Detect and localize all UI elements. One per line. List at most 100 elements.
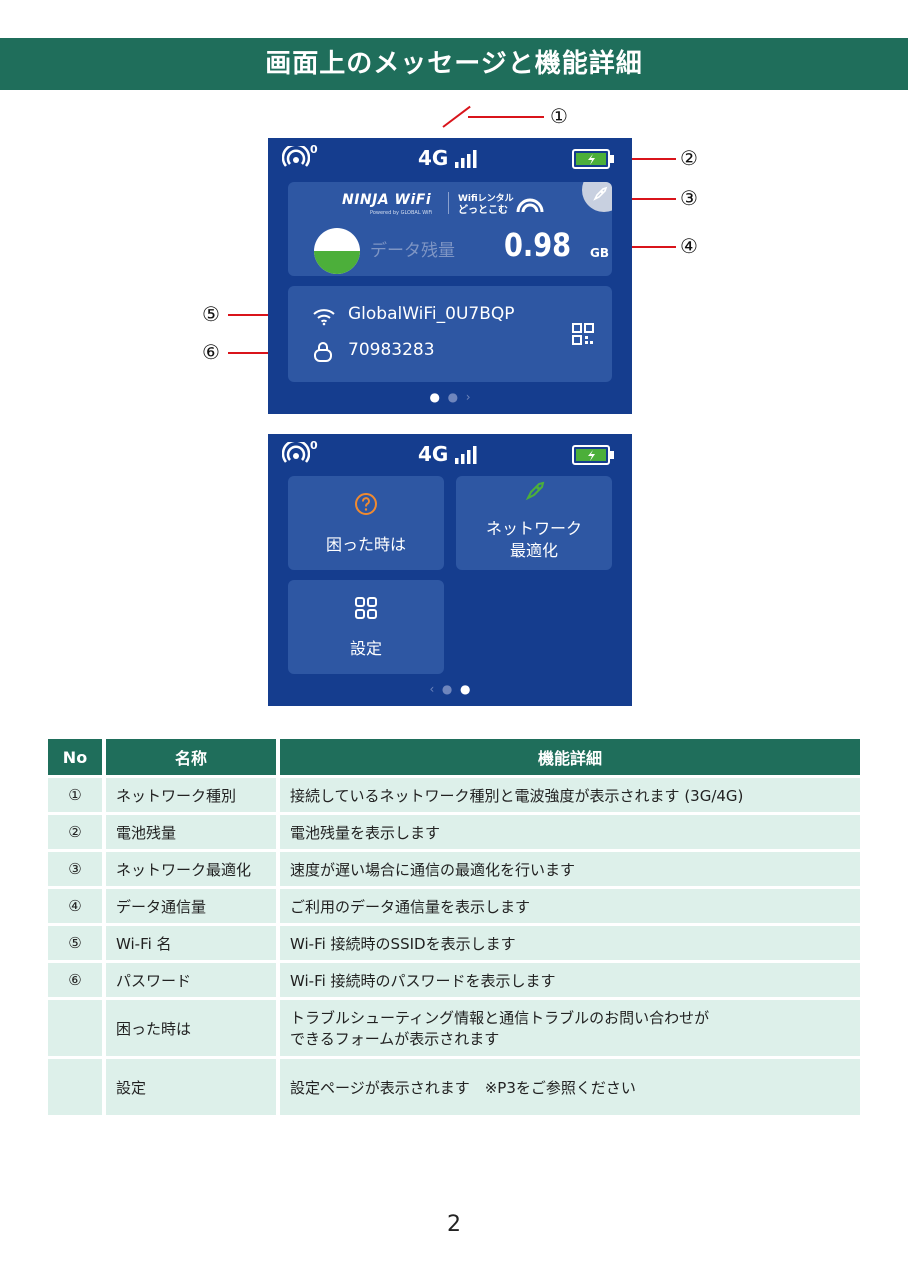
data-remaining-label: データ残量 xyxy=(370,241,455,261)
device-menu-screen: 0 4G 困った時は ネットワーク 最適化 設定 ‹ ● ● xyxy=(268,434,632,706)
logo-divider xyxy=(448,192,449,214)
callout-line-6 xyxy=(228,352,302,354)
row-detail-line: トラブルシューティング情報と通信トラブルのお問い合わせが xyxy=(290,1009,710,1027)
settings-tile[interactable]: 設定 xyxy=(288,580,444,674)
row-detail-line: できるフォームが表示されます xyxy=(290,1030,500,1048)
table-row: ③ ネットワーク最適化 速度が遅い場合に通信の最適化を行います xyxy=(48,852,860,886)
page-indicator: ‹ ● ● xyxy=(268,682,632,696)
qr-code-icon[interactable] xyxy=(572,323,594,349)
row-detail: Wi-Fi 接続時のパスワードを表示します xyxy=(276,963,860,997)
question-icon xyxy=(354,492,378,520)
callout-4: ④ xyxy=(680,234,698,258)
hotspot-icon xyxy=(281,143,311,172)
col-header-detail: 機能詳細 xyxy=(276,739,860,775)
network-type: 4G xyxy=(418,442,449,466)
callout-line-5 xyxy=(228,314,302,316)
col-header-name: 名称 xyxy=(102,739,276,775)
connected-devices-count: 0 xyxy=(310,439,318,452)
row-no: ⑤ xyxy=(48,926,102,960)
data-remaining-gauge xyxy=(314,228,360,274)
prev-page-arrow[interactable]: ‹ xyxy=(429,682,435,696)
row-name: Wi-Fi 名 xyxy=(102,926,276,960)
lock-icon xyxy=(312,342,334,366)
row-detail: 接続しているネットワーク種別と電波強度が表示されます (3G/4G) xyxy=(276,778,860,812)
row-detail: Wi-Fi 接続時のSSIDを表示します xyxy=(276,926,860,960)
data-remaining-unit: GB xyxy=(590,246,609,260)
status-bar: 0 4G xyxy=(268,138,632,178)
battery-icon xyxy=(572,445,616,469)
callout-line-3 xyxy=(620,198,676,200)
row-detail: トラブルシューティング情報と通信トラブルのお問い合わせが できるフォームが表示さ… xyxy=(276,1000,860,1056)
row-name: ネットワーク種別 xyxy=(102,778,276,812)
callout-2: ② xyxy=(680,146,698,170)
row-no xyxy=(48,1059,102,1115)
page-dot-active: ● xyxy=(429,390,440,404)
hotspot-icon xyxy=(281,439,311,468)
page-dot: ● xyxy=(441,682,453,696)
wifi-info-card: GlobalWiFi_0U7BQP 70983283 xyxy=(288,286,612,382)
device-home-screen: 0 4G NINJA WiFi Powered by GLOBAL WiFi W… xyxy=(268,138,632,414)
grid-icon xyxy=(354,596,378,624)
ninja-wifi-logo: NINJA WiFi xyxy=(342,192,432,208)
callout-3: ③ xyxy=(680,186,698,210)
wifi-icon xyxy=(312,308,336,330)
next-page-arrow[interactable]: › xyxy=(465,390,471,404)
rocket-icon xyxy=(593,186,608,201)
row-name: 電池残量 xyxy=(102,815,276,849)
data-remaining-gauge-fill xyxy=(314,251,360,274)
callout-line-2 xyxy=(632,158,676,160)
callout-5: ⑤ xyxy=(202,302,220,326)
wifi-rental-dotcom-logo: Wifiレンタル どっとこむ xyxy=(458,190,556,216)
row-no: ② xyxy=(48,815,102,849)
row-no: ④ xyxy=(48,889,102,923)
callout-line-1 xyxy=(468,116,544,118)
row-name: 困った時は xyxy=(102,1000,276,1056)
row-name: データ通信量 xyxy=(102,889,276,923)
table-row: ⑤ Wi-Fi 名 Wi-Fi 接続時のSSIDを表示します xyxy=(48,926,860,960)
network-optimize-button[interactable] xyxy=(582,182,612,212)
row-detail: 電池残量を表示します xyxy=(276,815,860,849)
rocket-icon xyxy=(524,480,546,506)
table-row: ④ データ通信量 ご利用のデータ通信量を表示します xyxy=(48,889,860,923)
table-row: 困った時は トラブルシューティング情報と通信トラブルのお問い合わせが できるフォ… xyxy=(48,1000,860,1056)
help-label: 困った時は xyxy=(325,535,406,554)
network-optimize-label-2: 最適化 xyxy=(509,541,558,560)
row-no: ⑥ xyxy=(48,963,102,997)
row-detail: ご利用のデータ通信量を表示します xyxy=(276,889,860,923)
table-row: ② 電池残量 電池残量を表示します xyxy=(48,815,860,849)
help-tile[interactable]: 困った時は xyxy=(288,476,444,570)
table-row: ① ネットワーク種別 接続しているネットワーク種別と電波強度が表示されます (3… xyxy=(48,778,860,812)
network-type: 4G xyxy=(418,146,449,170)
row-no: ① xyxy=(48,778,102,812)
signal-strength-icon xyxy=(454,149,478,173)
row-name: 設定 xyxy=(102,1059,276,1115)
function-table: No 名称 機能詳細 ① ネットワーク種別 接続しているネットワーク種別と電波強… xyxy=(48,736,860,1118)
battery-icon xyxy=(572,149,616,173)
col-header-no: No xyxy=(48,739,102,775)
ninja-wifi-logo-sub: Powered by GLOBAL WiFi xyxy=(370,210,433,216)
wifi-ssid: GlobalWiFi_0U7BQP xyxy=(348,304,515,324)
network-optimize-label-1: ネットワーク xyxy=(485,519,582,538)
connected-devices-count: 0 xyxy=(310,143,318,156)
row-no: ③ xyxy=(48,852,102,886)
callout-line-1-diagonal xyxy=(442,105,471,128)
page-dot: ● xyxy=(447,390,459,404)
callout-1: ① xyxy=(550,104,568,128)
status-bar: 0 4G xyxy=(268,434,632,474)
callout-line-4 xyxy=(598,246,676,248)
signal-strength-icon xyxy=(454,445,478,469)
network-optimize-tile[interactable]: ネットワーク 最適化 xyxy=(456,476,612,570)
row-detail: 速度が遅い場合に通信の最適化を行います xyxy=(276,852,860,886)
data-usage-card: NINJA WiFi Powered by GLOBAL WiFi Wifiレン… xyxy=(288,182,612,276)
page-indicator: ● ● › xyxy=(268,390,632,404)
page-dot-active: ● xyxy=(460,682,471,696)
svg-text:どっとこむ: どっとこむ xyxy=(458,203,508,216)
row-no xyxy=(48,1000,102,1056)
callout-6: ⑥ xyxy=(202,340,220,364)
table-header-row: No 名称 機能詳細 xyxy=(48,739,860,775)
wifi-password: 70983283 xyxy=(348,340,435,360)
table-row: ⑥ パスワード Wi-Fi 接続時のパスワードを表示します xyxy=(48,963,860,997)
row-detail: 設定ページが表示されます ※P3をご参照ください xyxy=(276,1059,860,1115)
table-row: 設定 設定ページが表示されます ※P3をご参照ください xyxy=(48,1059,860,1115)
page-number: 2 xyxy=(447,1212,461,1237)
